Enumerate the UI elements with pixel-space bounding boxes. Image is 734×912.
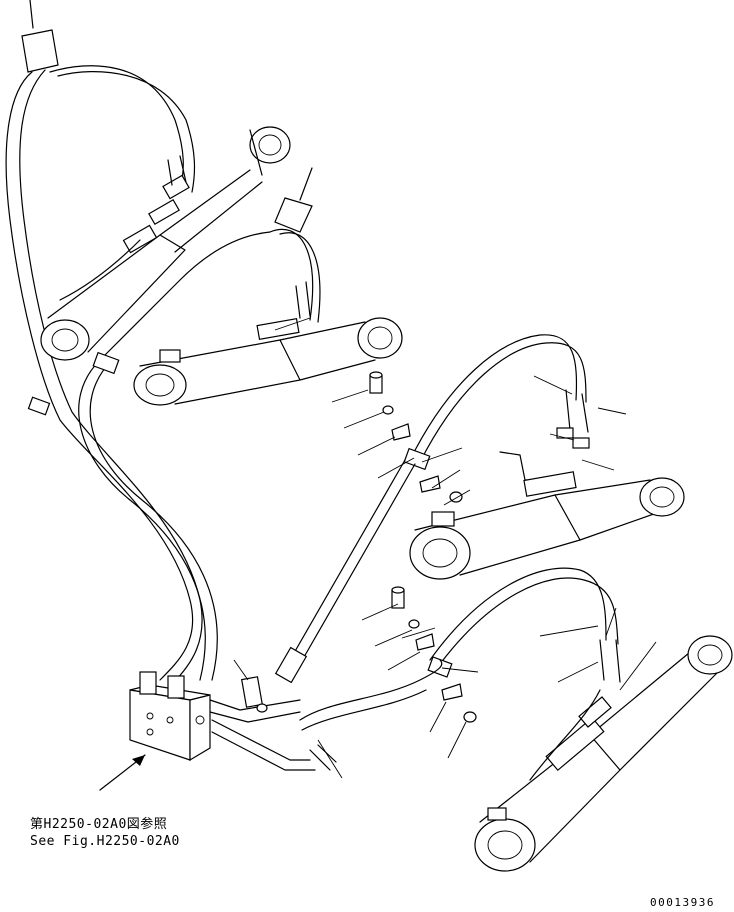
reference-note-english: See Fig.H2250-02A0 xyxy=(30,834,180,849)
lower-pipes xyxy=(209,659,443,771)
document-number: 00013936 xyxy=(650,896,715,909)
valve-block xyxy=(129,671,211,762)
loose-fittings xyxy=(240,371,477,723)
leader-lines xyxy=(99,317,657,791)
cylinder-lower-right xyxy=(427,567,733,872)
cylinder-middle-right xyxy=(403,334,685,580)
cylinder-upper-left xyxy=(40,126,291,361)
cylinder-middle-upper xyxy=(133,167,403,406)
reference-note-japanese: 第H2250-02A0図参照 xyxy=(30,817,168,832)
upper-hose-bundle xyxy=(5,0,271,685)
long-diagonal-pipe xyxy=(274,459,416,684)
